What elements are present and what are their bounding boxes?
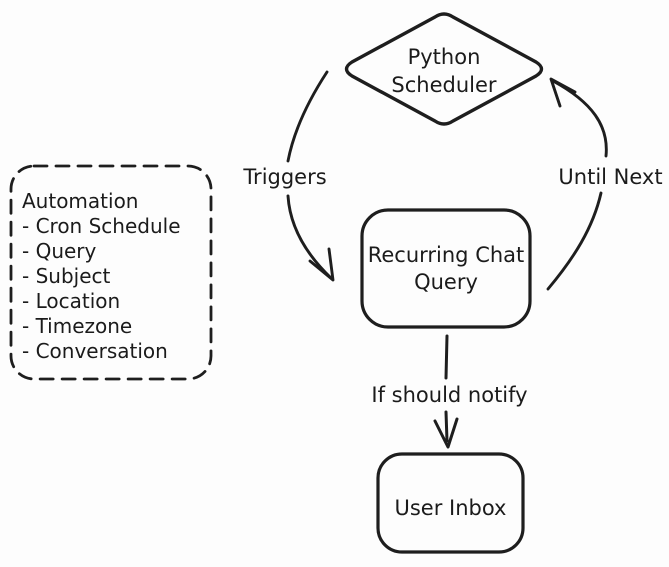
until-next-arrowhead-icon <box>549 77 577 108</box>
until-next-edge-label: Until Next <box>558 165 663 189</box>
notify-arrowhead-icon <box>433 417 459 449</box>
triggers-arrow <box>286 70 335 282</box>
triggers-arrowhead-icon <box>308 247 335 282</box>
automation-note-item: - Cron Schedule <box>22 214 181 238</box>
recurring-chat-query-node-label: Recurring Chat Query <box>362 242 530 296</box>
until-next-arrow-upper-segment <box>551 79 608 158</box>
python-scheduler-line1: Python <box>407 45 481 69</box>
automation-note-box-shape <box>9 164 213 381</box>
user-inbox-node-label: User Inbox <box>394 496 507 520</box>
python-scheduler-line2: Scheduler <box>391 73 497 97</box>
automation-note-item: - Timezone <box>22 314 133 338</box>
automation-note-item: - Location <box>22 289 121 313</box>
user-inbox-box-shape <box>376 452 525 554</box>
until-next-arrow <box>546 77 608 291</box>
automation-note: Automation - Cron Schedule - Query - Sub… <box>22 189 181 364</box>
automation-note-item: - Conversation <box>22 339 168 363</box>
triggers-arrow-upper-segment <box>286 70 329 163</box>
recurring-chat-query-box-shape <box>360 208 532 329</box>
if-should-notify-arrow <box>433 334 459 449</box>
triggers-edge-label: Triggers <box>243 165 327 189</box>
if-should-notify-edge-label: If should notify <box>371 383 528 407</box>
python-scheduler-diamond-shape <box>344 12 544 126</box>
recurring-chat-query-line1: Recurring Chat <box>367 243 525 267</box>
notify-arrow-lower-segment <box>444 410 449 443</box>
notify-arrow-upper-segment <box>444 334 449 380</box>
recurring-chat-query-line2: Query <box>414 270 478 294</box>
automation-note-title: Automation <box>22 189 139 213</box>
python-scheduler-node-label: Python Scheduler <box>344 43 544 99</box>
automation-note-item: - Query <box>22 239 97 263</box>
triggers-arrow-lower-segment <box>286 194 333 280</box>
automation-note-item: - Subject <box>22 264 111 288</box>
until-next-arrow-lower-segment <box>546 191 603 291</box>
